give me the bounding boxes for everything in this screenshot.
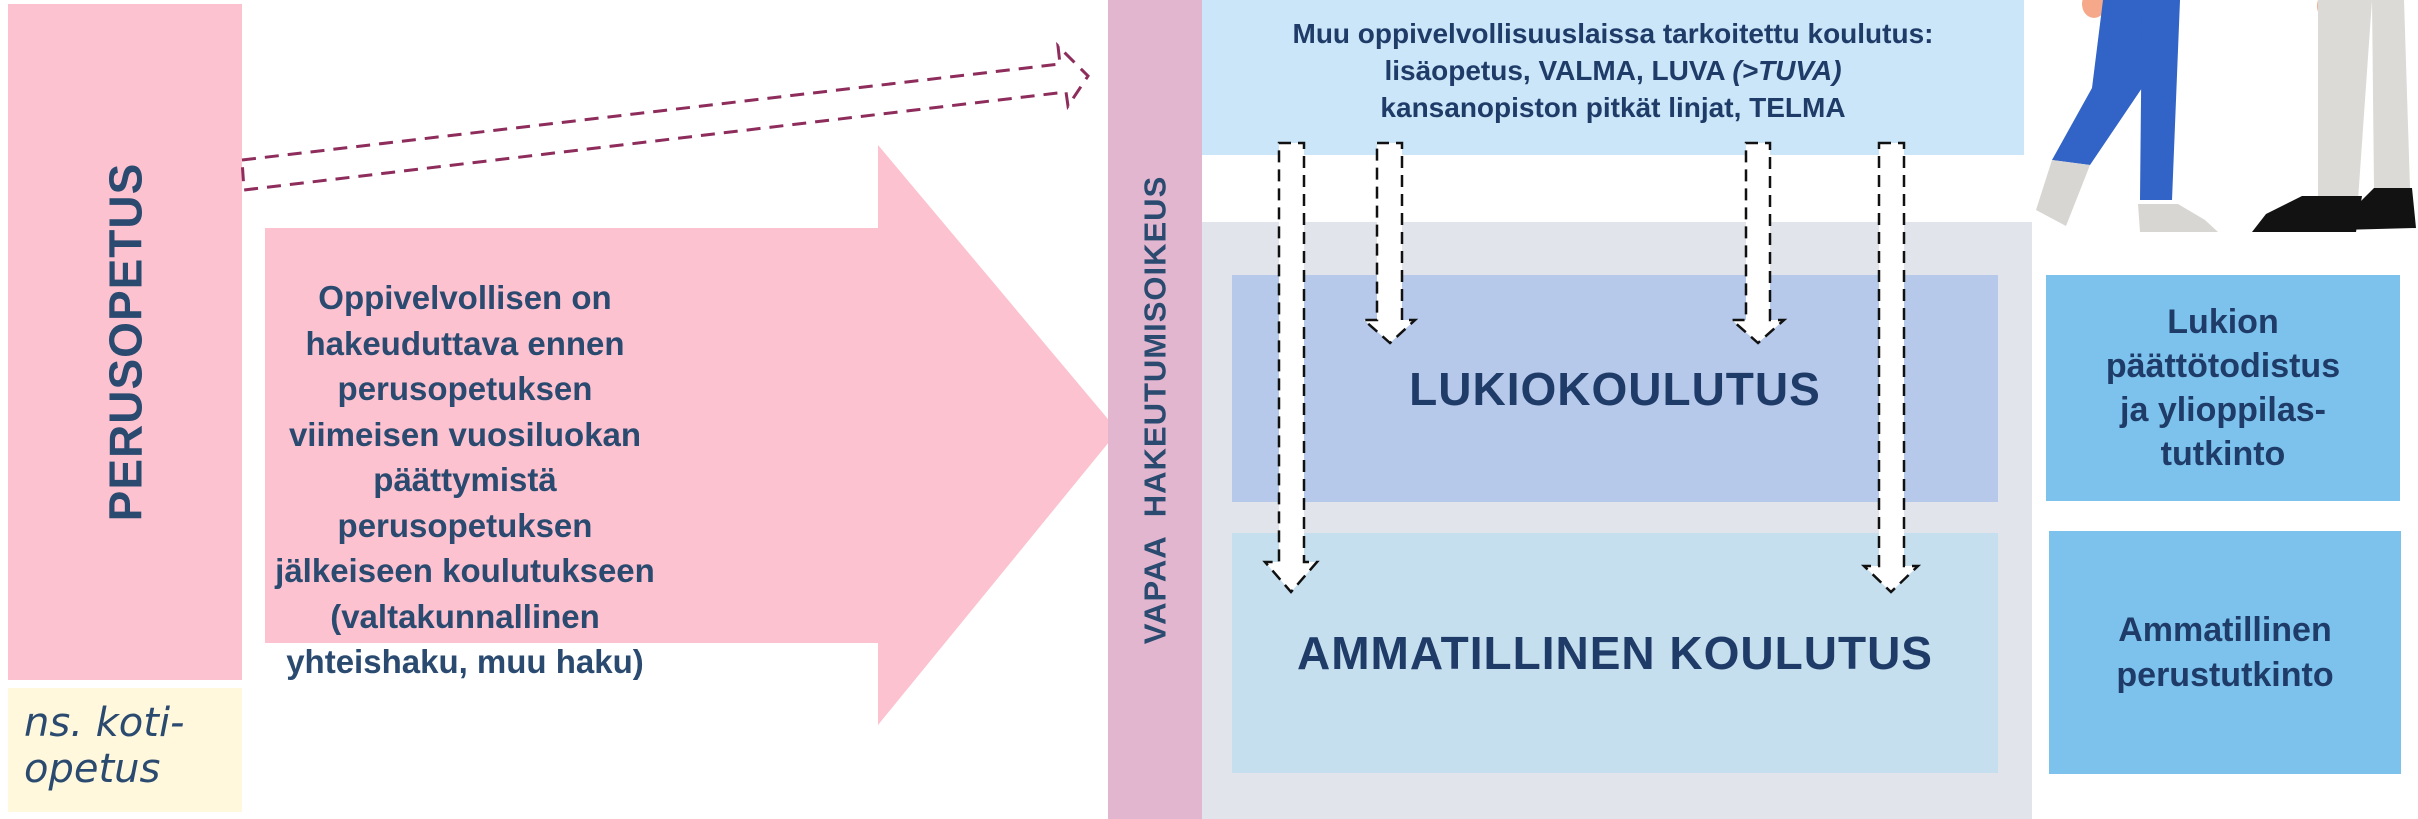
ammatillinen-outcome-box: Ammatillinen perustutkinto (2049, 531, 2401, 774)
other-education-line-3: kansanopiston pitkät linjat, TELMA (1380, 91, 1846, 123)
ammatillinen-outcome-line-2: perustutkinto (2116, 655, 2334, 694)
other-education-text: Muu oppivelvollisuuslaissa tarkoitettu k… (1202, 16, 2024, 127)
down-arrow-4 (1860, 141, 1922, 594)
lukio-outcome-line-2: päättötodistus (2105, 346, 2341, 385)
kotiopetus-label: ns. koti- opetus (24, 700, 234, 792)
lukio-outcome-line-4: tutkinto (2160, 435, 2286, 474)
down-arrow-1 (1262, 141, 1320, 594)
other-education-line-1: Muu oppivelvollisuuslaissa tarkoitettu k… (1292, 18, 1934, 49)
kotiopetus-line-1: ns. koti- (24, 700, 185, 746)
down-arrow-2 (1360, 141, 1419, 345)
kotiopetus-box (8, 688, 242, 812)
down-arrow-3 (1728, 141, 1788, 345)
hakeutumisoikeus-strip (1108, 0, 1202, 819)
lukiokoulutus-label: LUKIOKOULUTUS (1409, 362, 1821, 415)
lukio-outcome-line-1: Lukion (2167, 302, 2279, 341)
other-education-line-2-italic: (>TUVA) (1732, 54, 1842, 86)
ammatillinen-outcome-line-1: Ammatillinen (2118, 611, 2332, 650)
lukio-outcome-box: Lukion päättötodistus ja ylioppilas- tut… (2046, 275, 2400, 501)
lukio-outcome-line-3: ja ylioppilas- (2120, 391, 2326, 429)
other-education-box (1202, 0, 2024, 155)
dashed-arrow-to-other-education (240, 41, 1090, 192)
ammatillinen-koulutus-box: AMMATILLINEN KOULUTUS (1232, 533, 1998, 773)
ammatillinen-koulutus-label: AMMATILLINEN KOULUTUS (1297, 627, 1933, 679)
main-arrow-polygon (265, 145, 1118, 725)
other-education-line-2-main: lisäopetus, VALMA, LUVA (1384, 54, 1733, 86)
lukiokoulutus-box: LUKIOKOULUTUS (1232, 275, 1998, 502)
other-education-line-2: lisäopetus, VALMA, LUVA (>TUVA) (1202, 53, 2024, 90)
ammatillinen-outcome-text: Ammatillinen perustutkinto (2116, 608, 2333, 696)
walking-legs-illustration (2036, 0, 2416, 232)
lukio-outcome-text: Lukion päättötodistus ja ylioppilas- tut… (2106, 300, 2340, 477)
perusopetus-column (8, 4, 242, 680)
kotiopetus-line-2: opetus (24, 746, 161, 792)
dashed-down-arrows (1262, 141, 1922, 594)
main-arrow-text: Oppivelvollisen on hakeuduttava ennen pe… (275, 279, 655, 681)
